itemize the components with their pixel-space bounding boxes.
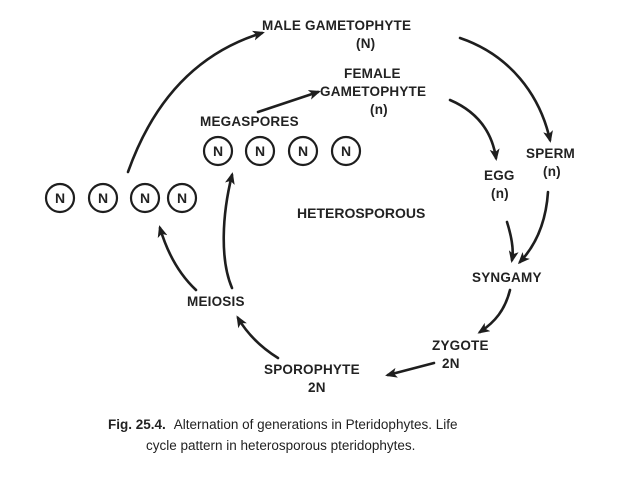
female-gametophyte-label-line1: FEMALE [344,66,401,81]
male-gametophyte-label: MALE GAMETOPHYTE [262,18,411,33]
megaspore-circle: N [244,135,276,167]
microspore-circle: N [129,182,161,214]
arrow-sporophyte-to-meiosis [236,315,280,360]
microspore-circle: N [166,182,198,214]
svg-text:N: N [298,143,308,159]
syngamy-label: SYNGAMY [472,270,542,285]
cycle-arrows [126,30,553,378]
caption-line-1: Fig. 25.4. Alternation of generations in… [108,417,457,432]
stage-labels: MALE GAMETOPHYTE (N) FEMALE GAMETOPHYTE … [187,18,575,395]
svg-text:N: N [213,143,223,159]
female-gametophyte-label-line2: GAMETOPHYTE [320,84,426,99]
egg-label: EGG [484,168,515,183]
sperm-ploidy: (n) [543,164,561,179]
caption-line-2: cycle pattern in heterosporous pteridoph… [146,438,415,453]
arrow-male-gametophyte-to-sperm [458,36,553,143]
arrow-egg-to-syngamy [505,220,519,263]
microspore-circle: N [87,182,119,214]
caption-figure-label: Fig. 25.4. [108,417,166,432]
zygote-label: ZYGOTE [432,338,489,353]
svg-text:N: N [55,190,65,206]
zygote-ploidy: 2N [442,356,460,371]
svg-text:N: N [177,190,187,206]
microspore-circles: N N N N [44,182,198,214]
megaspore-circle: N [330,135,362,167]
arrow-meiosis-to-megaspores [222,172,235,290]
svg-text:N: N [341,143,351,159]
sporophyte-ploidy: 2N [308,380,326,395]
arrow-female-gametophyte-to-egg [448,98,500,161]
arrow-microspores-to-male-gametophyte [126,30,265,174]
megaspores-label: MEGASPORES [200,114,299,129]
microspore-circle: N [44,182,76,214]
egg-ploidy: (n) [491,186,509,201]
arrow-sperm-to-syngamy [517,190,550,265]
arrow-zygote-to-sporophyte [385,361,436,378]
megaspore-circle: N [287,135,319,167]
arrow-meiosis-to-microspores [157,225,198,292]
figure-caption: Fig. 25.4. Alternation of generations in… [108,417,457,453]
male-gametophyte-ploidy: (N) [356,36,375,51]
svg-text:N: N [255,143,265,159]
female-gametophyte-ploidy: (n) [370,102,388,117]
svg-text:N: N [140,190,150,206]
megaspore-circles: N N N N [202,135,362,167]
caption-text-1: Alternation of generations in Pteridophy… [174,417,458,432]
svg-text:N: N [98,190,108,206]
megaspore-circle: N [202,135,234,167]
sperm-label: SPERM [526,146,575,161]
arrow-megaspores-to-female-gametophyte [256,90,321,114]
meiosis-label: MEIOSIS [187,294,245,309]
sporophyte-label: SPOROPHYTE [264,362,360,377]
arrow-syngamy-to-zygote [477,288,512,334]
heterosporous-title: HETEROSPOROUS [297,205,425,221]
